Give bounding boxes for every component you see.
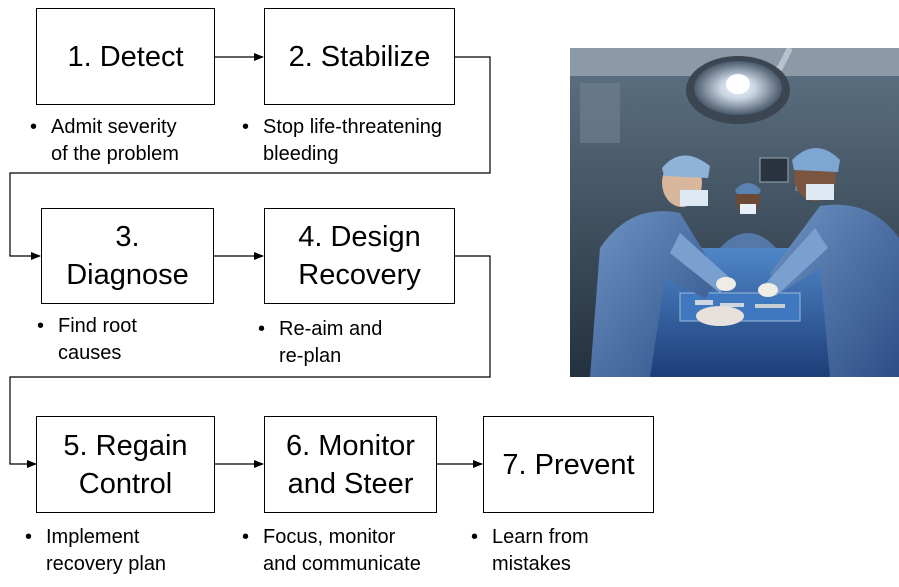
note-line: Admit severity [51,116,177,138]
step-diagnose-note: Find root causes [37,313,217,367]
step-diagnose-box: 3. Diagnose [41,208,214,304]
note-line: Find root [58,315,137,337]
note-line: mistakes [492,553,571,575]
note-line: of the problem [51,143,179,165]
step-label-line: 3. [115,221,140,253]
step-monitor-steer-box: 6. Monitor and Steer [264,416,437,513]
step-label-line: Diagnose [66,259,189,291]
operating-room-photo [570,48,899,377]
note-bullet: Focus, monitor and communicate [242,524,472,578]
note-line: Stop life-threatening [263,116,443,138]
note-line: Re-aim and [279,318,383,340]
note-bullet: Re-aim and re-plan [258,316,458,370]
note-line: Focus, monitor [263,526,396,548]
step-prevent-box: 7. Prevent [483,416,654,513]
note-line: causes [58,342,122,364]
note-bullet: Learn from mistakes [471,524,661,578]
step-label-line: 1. Detect [67,40,184,73]
step-label-line: and Steer [287,467,414,500]
step-label-line: Recovery [298,259,421,291]
step-label-line: 2. Stabilize [288,40,431,73]
surgeons-illustration [570,48,899,377]
step-stabilize-note: Stop life-threatening bleeding [242,114,492,168]
step-stabilize-box: 2. Stabilize [264,8,455,105]
step-label-line: 6. Monitor [286,429,415,462]
note-bullet: Implement recovery plan [25,524,225,578]
step-design-recovery-note: Re-aim and re-plan [258,316,458,370]
step-detect-box: 1. Detect [36,8,215,105]
step-label-line: 4. Design [298,221,421,253]
note-line: Implement [46,526,140,548]
step-regain-control-box: 5. Regain Control [36,416,215,513]
step-label-line: Control [78,467,173,500]
note-line: bleeding [263,143,339,165]
step-detect-note: Admit severity of the problem [30,114,230,168]
step-regain-control-note: Implement recovery plan [25,524,225,578]
step-label-line: 5. Regain [63,429,188,462]
note-line: Learn from [492,526,589,548]
note-bullet: Find root causes [37,313,217,367]
note-line: recovery plan [46,553,167,575]
note-line: and communicate [263,553,421,575]
note-bullet: Stop life-threatening bleeding [242,114,492,168]
note-line: re-plan [279,345,342,367]
step-monitor-steer-note: Focus, monitor and communicate [242,524,472,578]
step-prevent-note: Learn from mistakes [471,524,661,578]
step-label-line: 7. Prevent [502,448,635,481]
note-bullet: Admit severity of the problem [30,114,230,168]
step-design-recovery-box: 4. Design Recovery [264,208,455,304]
